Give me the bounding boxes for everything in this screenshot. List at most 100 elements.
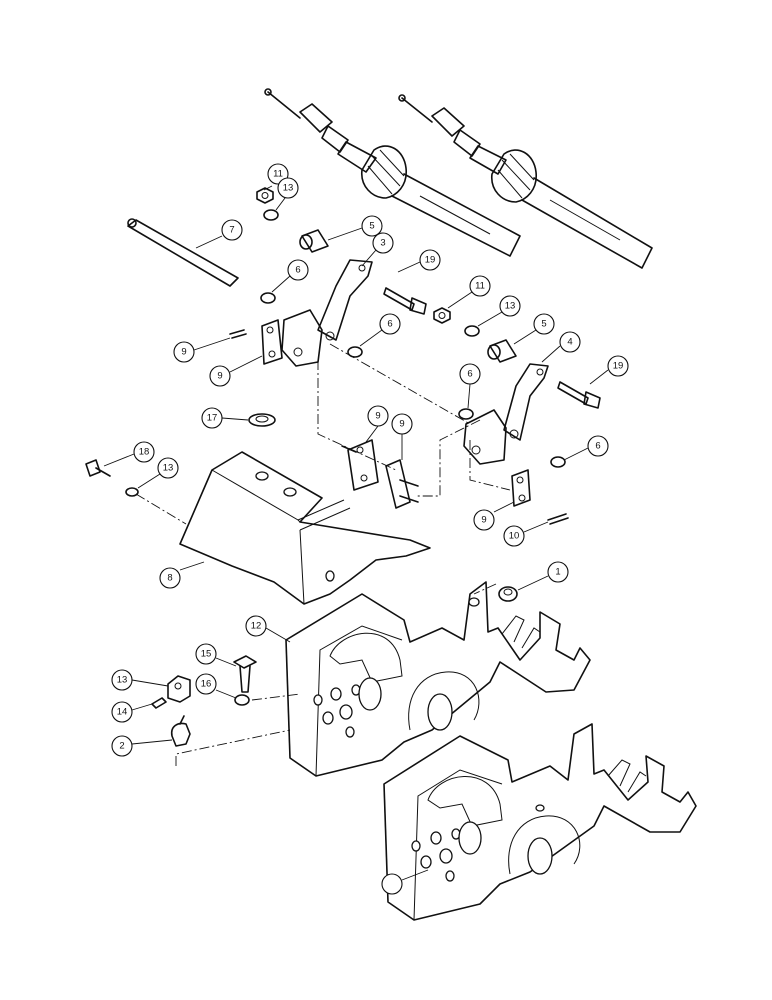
washer-13-bottom <box>234 694 250 706</box>
svg-text:12: 12 <box>251 621 262 632</box>
svg-text:13: 13 <box>163 463 174 474</box>
callout-3: 3 <box>361 232 394 267</box>
svg-text:11: 11 <box>475 281 485 292</box>
callout-5-lower: 5 <box>513 313 555 345</box>
washer-6-b <box>347 346 363 358</box>
cotter-pin-9-left <box>229 329 247 339</box>
grommet-17 <box>248 413 276 427</box>
svg-text:18: 18 <box>139 447 150 458</box>
callout-19-lower: 19 <box>589 355 629 385</box>
callout-15: 13 <box>111 669 169 691</box>
svg-text:8: 8 <box>167 573 172 584</box>
svg-text:13: 13 <box>505 301 516 312</box>
callout-7: 7 <box>195 219 243 249</box>
washer-13-left <box>125 487 139 497</box>
washer-13-mid <box>464 325 480 337</box>
link-plate-9-center <box>341 439 379 491</box>
svg-text:4: 4 <box>567 337 572 348</box>
washer-13-upper <box>263 209 279 221</box>
callout-9-center: 9 <box>365 405 389 443</box>
alignment-lines <box>135 343 511 766</box>
svg-text:6: 6 <box>595 441 600 452</box>
callout-6-a: 6 <box>271 259 309 293</box>
callouts: 11 13 7 5 3 19 6 6 9 9 11 13 5 4 19 6 6 … <box>103 163 629 895</box>
callout-9-far-right: 10 <box>503 521 549 547</box>
link-plate-9-right-lower <box>511 469 531 507</box>
svg-text:10: 10 <box>509 531 520 542</box>
svg-text:9: 9 <box>481 515 486 526</box>
svg-text:1: 1 <box>555 567 560 578</box>
link-plate-9-right-upper <box>385 459 419 509</box>
callout-9-left-upper: 9 <box>173 337 231 363</box>
pivot-pin-7 <box>127 218 239 287</box>
svg-text:9: 9 <box>399 419 404 430</box>
svg-text:2: 2 <box>119 741 124 752</box>
svg-text:5: 5 <box>369 221 374 232</box>
callout-1: 12 <box>245 615 291 643</box>
svg-text:9: 9 <box>217 371 222 382</box>
callout-13-bottom: 16 <box>195 673 237 699</box>
callout-2 <box>381 869 429 895</box>
callout-9-right-upper: 9 <box>391 413 413 460</box>
callout-6-b: 6 <box>359 313 401 347</box>
set-screw-16 <box>151 697 167 709</box>
callout-19-upper: 19 <box>397 249 441 273</box>
link-plate-9-left <box>261 319 283 365</box>
callout-8: 1 <box>517 561 569 591</box>
svg-text:6: 6 <box>467 369 472 380</box>
callout-6-c: 6 <box>459 363 481 409</box>
svg-text:9: 9 <box>375 411 380 422</box>
callout-11-lower: 11 <box>447 275 491 309</box>
callout-13-left: 13 <box>137 457 179 489</box>
control-cable-left <box>264 88 521 257</box>
callout-13-upper: 13 <box>275 177 299 211</box>
svg-text:7: 7 <box>229 225 234 236</box>
svg-text:5: 5 <box>541 319 546 330</box>
callout-6-d: 6 <box>563 435 609 461</box>
svg-text:15: 15 <box>201 649 212 660</box>
callout-10: 8 <box>159 561 205 589</box>
callout-13-mid: 13 <box>477 295 521 327</box>
pedal-cover-10 <box>179 451 431 605</box>
svg-text:3: 3 <box>380 238 385 249</box>
callout-14: 2 <box>111 735 173 757</box>
pedal-arm-4 <box>463 363 549 465</box>
grommet-8 <box>498 586 518 602</box>
washer-6-c <box>458 408 474 420</box>
nut-11-lower <box>433 307 451 324</box>
screw-18 <box>85 459 111 477</box>
callout-12: 15 <box>195 643 237 667</box>
svg-text:19: 19 <box>425 255 436 266</box>
callout-9-left-lower: 9 <box>209 355 263 387</box>
control-cable-right <box>398 94 653 269</box>
svg-text:6: 6 <box>295 265 300 276</box>
svg-text:19: 19 <box>613 361 624 372</box>
callout-17: 17 <box>201 407 249 429</box>
pedal-bracket-2 <box>383 723 697 921</box>
bolt-19-lower <box>557 381 601 409</box>
callout-16: 14 <box>111 701 153 723</box>
svg-text:14: 14 <box>117 707 128 718</box>
svg-text:13: 13 <box>117 675 128 686</box>
washer-6-d <box>550 456 566 468</box>
svg-text:17: 17 <box>207 413 218 424</box>
callout-18: 18 <box>103 441 155 467</box>
cable-clip-14 <box>170 715 191 747</box>
bushing-5-upper <box>299 229 329 253</box>
svg-text:6: 6 <box>387 319 392 330</box>
bushing-5-lower <box>487 339 517 363</box>
callout-4: 4 <box>541 331 581 363</box>
svg-text:11: 11 <box>273 169 283 180</box>
pedal-bracket-1 <box>285 581 591 777</box>
washer-6-a <box>260 292 276 304</box>
bolt-19-upper <box>383 287 427 315</box>
bolt-12 <box>233 655 257 693</box>
callout-5-upper: 5 <box>327 215 383 241</box>
callout-9-right-lower: 9 <box>473 501 515 531</box>
svg-text:16: 16 <box>201 679 212 690</box>
svg-text:13: 13 <box>283 183 294 194</box>
svg-text:9: 9 <box>181 347 186 358</box>
nut-11-upper <box>256 187 274 204</box>
